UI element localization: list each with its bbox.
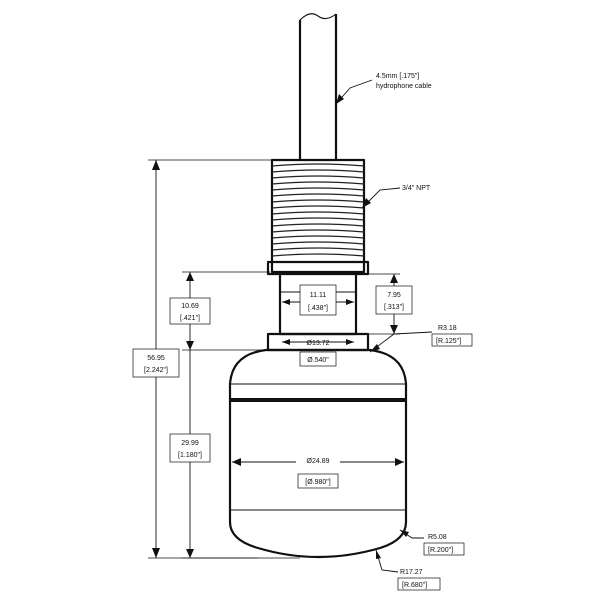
body-height-mm: 29.99: [181, 440, 199, 447]
cable-callout-size: 4.5mm [.175"]: [376, 73, 419, 80]
radius-top-mm: R3.18: [438, 325, 457, 332]
radius-bottom-in: [R.680"]: [402, 582, 427, 589]
radius-top-callout: R3.18 [R.125"]: [369, 325, 473, 353]
body-diameter-dimension: Ø24.89 [Ø.980"]: [232, 452, 404, 489]
hydrophone-cable: [298, 13, 338, 160]
overall-height-mm: 56.95: [147, 355, 165, 362]
radius-bottom-callout: R17.27 [R.680"]: [375, 549, 441, 591]
thread-line: [271, 205, 365, 209]
neck-width-in: [.438"]: [308, 305, 328, 312]
radius-mid-in: [R.200"]: [428, 547, 453, 554]
body-band-upper: [230, 398, 406, 402]
neck-width-mm: 11.11: [310, 292, 327, 299]
thread-lines: [271, 163, 365, 257]
thread-line: [271, 187, 365, 191]
thread-line: [271, 199, 365, 203]
thread-height-in: [.421"]: [180, 315, 200, 322]
body-diameter-mm: Ø24.89: [307, 458, 330, 465]
thread-line: [271, 229, 365, 233]
neck-height-in: [.313"]: [384, 304, 404, 311]
thread-height-dimension: 10.69 [.421"]: [169, 271, 270, 351]
threaded-fitting: [266, 158, 370, 276]
npt-callout: 3/4" NPT: [361, 185, 431, 209]
radius-mid-callout: R5.08 [R.200"]: [399, 529, 465, 556]
neck-width-dimension: 11.11 [.438"]: [282, 284, 354, 316]
collar-diameter-in: Ø.540": [307, 357, 329, 364]
thread-line: [271, 193, 365, 197]
thread-line: [271, 163, 365, 167]
thread-line: [271, 253, 365, 257]
neck-height-mm: 7.95: [387, 292, 401, 299]
body-height-in: [1.180"]: [178, 452, 202, 459]
thread-line: [271, 235, 365, 239]
body-height-dimension: 29.99 [1.180"]: [169, 350, 258, 559]
cable-callout: 4.5mm [.175"] hydrophone cable: [335, 73, 432, 105]
overall-height-in: [2.242"]: [144, 367, 168, 374]
collar-diameter-mm: Ø13.72: [307, 340, 330, 347]
thread-line: [271, 217, 365, 221]
thread-line: [271, 181, 365, 185]
thread-height-mm: 10.69: [181, 303, 199, 310]
radius-mid-mm: R5.08: [428, 534, 447, 541]
thread-line: [271, 247, 365, 251]
body-diameter-in: [Ø.980"]: [305, 479, 330, 486]
thread-line: [271, 211, 365, 215]
collar-diameter-dimension: Ø13.72 Ø.540": [282, 339, 354, 367]
npt-callout-label: 3/4" NPT: [402, 185, 431, 192]
neck-height-dimension: 7.95 [.313"]: [366, 273, 413, 335]
thread-line: [271, 223, 365, 227]
radius-top-in: [R.125"]: [436, 338, 461, 345]
thread-line: [271, 169, 365, 173]
thread-line: [271, 241, 365, 245]
cable-callout-desc: hydrophone cable: [376, 83, 432, 90]
radius-bottom-mm: R17.27: [400, 569, 423, 576]
thread-line: [271, 175, 365, 179]
sensor-body: [228, 348, 408, 559]
